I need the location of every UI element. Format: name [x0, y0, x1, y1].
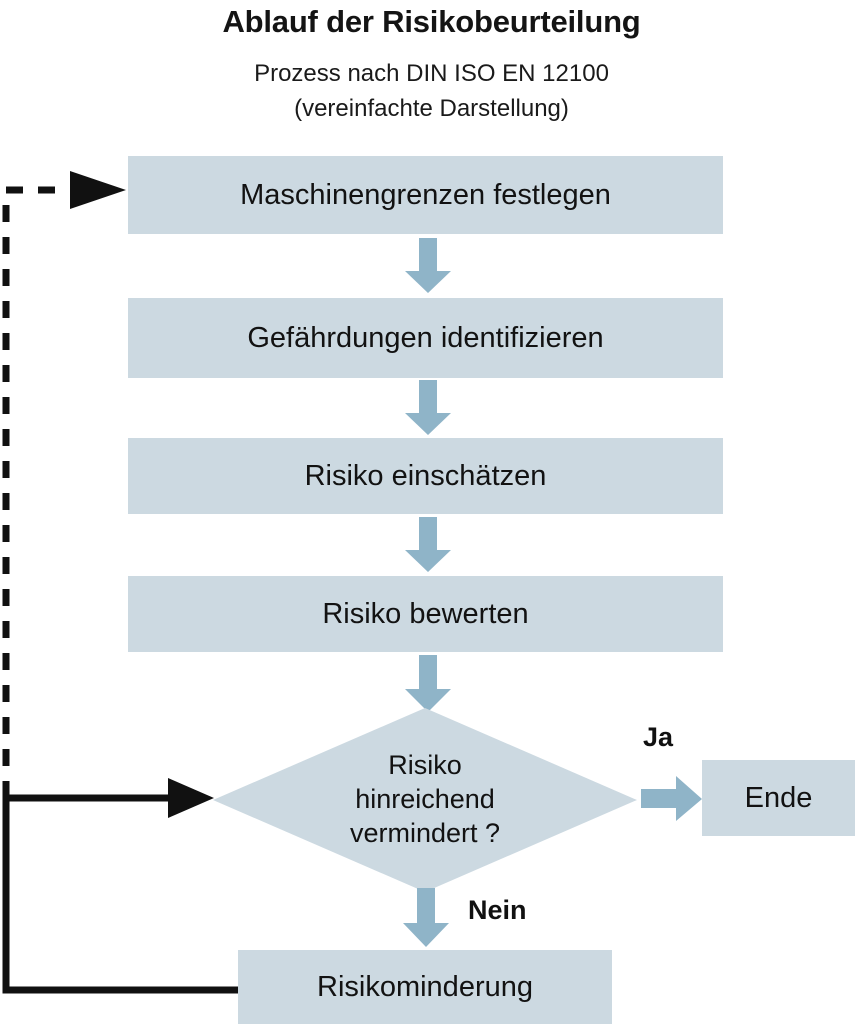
subtitle-standard: Prozess nach DIN ISO EN 12100 [254, 60, 609, 87]
terminator-box-ende[interactable]: Ende [702, 760, 855, 836]
decision-label-line2: hinreichend [355, 784, 495, 815]
dashed-feedback-arrowhead [70, 171, 126, 209]
solid-loop-arrowhead [168, 778, 214, 818]
process-box-risiko-bewerten[interactable]: Risiko bewerten [128, 576, 723, 652]
process-box-label: Risiko bewerten [322, 597, 529, 630]
process-box-label: Risikominderung [317, 970, 533, 1003]
arrow-right-to-ende [641, 775, 703, 823]
arrow-down-step4-to-decision [404, 655, 452, 713]
arrow-down-step1-to-step2 [404, 238, 452, 294]
terminator-label: Ende [744, 781, 813, 814]
arrow-down-step3-to-step4 [404, 517, 452, 573]
process-box-risiko-einschaetzen[interactable]: Risiko einschätzen [128, 438, 723, 514]
process-box-risikominderung[interactable]: Risikominderung [238, 950, 612, 1024]
process-box-label: Maschinengrenzen festlegen [240, 178, 611, 211]
dashed-feedback-line [2, 186, 66, 798]
page-title: Ablauf der Risikobeurteilung [222, 4, 641, 39]
diamond-shape [213, 708, 637, 892]
process-box-maschinengrenzen[interactable]: Maschinengrenzen festlegen [128, 156, 723, 234]
arrow-down-step2-to-step3 [404, 380, 452, 436]
solid-loop-line [2, 794, 238, 994]
decision-diamond-risiko-vermindert[interactable]: Risiko hinreichend vermindert ? [213, 708, 637, 892]
decision-label: Risiko hinreichend vermindert ? [213, 708, 637, 892]
process-box-label: Gefährdungen identifizieren [247, 321, 604, 354]
decision-label-line1: Risiko [388, 750, 462, 781]
branch-label-nein: Nein [468, 895, 527, 925]
process-box-gefaehrdungen[interactable]: Gefährdungen identifizieren [128, 298, 723, 378]
subtitle-note: (vereinfachte Darstellung) [294, 95, 569, 122]
process-box-label: Risiko einschätzen [304, 459, 547, 492]
decision-label-line3: vermindert ? [349, 817, 501, 848]
arrow-down-to-risikominderung [402, 888, 450, 948]
branch-label-ja: Ja [643, 722, 674, 752]
